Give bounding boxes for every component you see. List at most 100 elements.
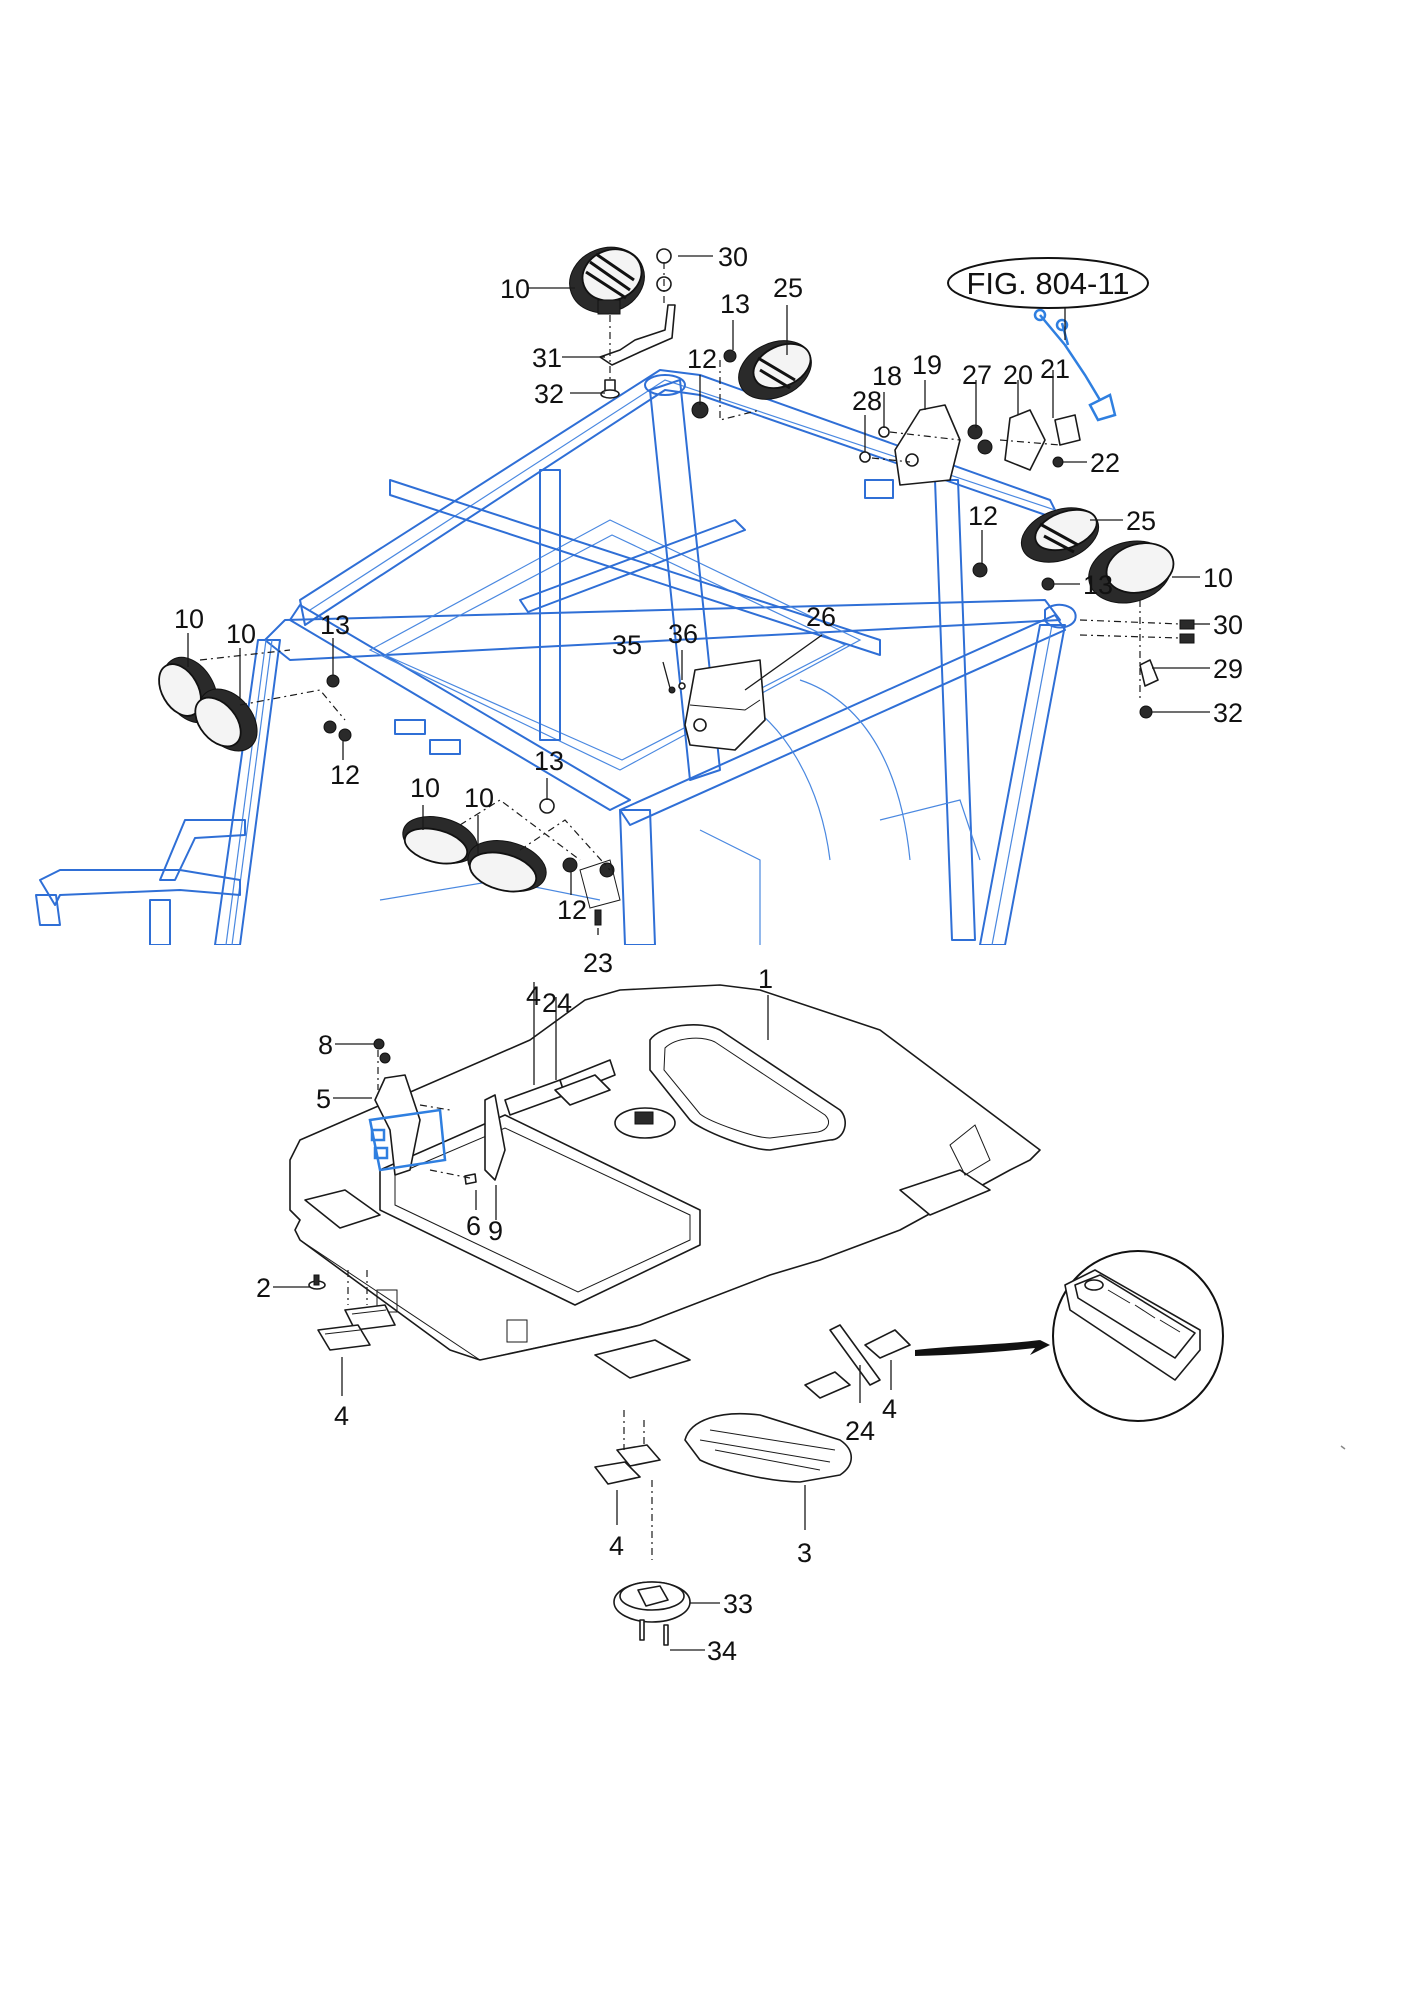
callout-1: 1 [758,964,773,994]
switch-panel-4-right-b [864,1329,911,1359]
figure-reference-label: FIG. 804-11 [966,266,1129,301]
stray-mark [1340,1445,1346,1450]
callout-30: 30 [718,242,748,272]
callout-10: 10 [174,604,204,634]
washer-36 [678,682,686,690]
nut-13-right [1041,577,1055,591]
callout-13: 13 [720,289,750,319]
bolt-30-right [1179,619,1195,644]
callout-labels: 10 30 31 32 13 25 12 18 19 27 20 21 28 2… [174,242,1243,1666]
callout-4: 4 [334,1401,349,1431]
bolt-12-left [323,720,352,742]
bolt-12-center [562,857,615,878]
screw-8 [373,1038,391,1064]
relay-box [579,859,621,909]
push-rivet-2 [308,1274,326,1290]
nut-18 [878,426,890,438]
callout-27: 27 [962,360,992,390]
bracket-21 [1054,414,1081,446]
callout-23: 23 [583,948,613,978]
nut-13-left [326,674,340,688]
detail-arrow [915,1335,1050,1356]
nut-13-center [539,798,555,814]
cab-frame [0,369,1414,960]
wiring-connectors-blue [368,1108,447,1172]
mount-bracket-31 [599,304,676,366]
controller-bracket-26 [684,659,766,751]
callout-13: 13 [534,746,564,776]
callout-19: 19 [912,350,942,380]
label-plate-24-right [829,1324,881,1386]
callout-24: 24 [845,1416,875,1446]
bolt-27 [967,424,993,455]
callout-9: 9 [488,1216,503,1246]
switch-panel-4-center-b [594,1461,641,1485]
callout-35: 35 [612,630,642,660]
label-plate-24-top [554,1074,611,1106]
callout-32: 32 [1213,698,1243,728]
callout-10: 10 [464,783,494,813]
callout-10: 10 [500,274,530,304]
bolt-23 [594,909,602,926]
callout-10: 10 [1203,563,1233,593]
bracket-19 [894,404,961,486]
callout-12: 12 [330,760,360,790]
bolt-12-right [972,562,988,578]
switch-panel-4-left-a [344,1304,396,1331]
switch-panel-4-center-a [616,1444,661,1467]
callout-2: 2 [256,1273,271,1303]
work-lamp-top-left [569,246,645,315]
leader-lines [187,255,1210,1651]
callout-13: 13 [320,610,350,640]
nut-22 [1052,456,1064,468]
nut-13-top [723,349,737,363]
callout-4: 4 [526,981,541,1011]
screw-6 [464,1173,477,1185]
callout-18: 18 [872,361,902,391]
callout-25: 25 [1126,506,1156,536]
callout-13: 13 [1083,570,1113,600]
bolt-32-top [600,379,620,399]
callout-12: 12 [968,501,998,531]
screw-34 [639,1619,669,1646]
callout-24: 24 [542,988,572,1018]
callout-25: 25 [773,273,803,303]
work-lamp-10-center-b [467,840,547,893]
callout-8: 8 [318,1030,333,1060]
callout-34: 34 [707,1636,737,1666]
callout-32: 32 [534,379,564,409]
callout-21: 21 [1040,354,1070,384]
switch-bracket-9 [484,1094,506,1181]
callout-12: 12 [557,895,587,925]
bolt-32-right [1139,705,1153,719]
callout-3: 3 [797,1538,812,1568]
headliner-panel [289,984,1041,1379]
callout-10: 10 [410,773,440,803]
bracket-20 [1004,409,1046,471]
work-lamp-25-top [738,340,812,400]
callout-29: 29 [1213,654,1243,684]
callout-28: 28 [852,386,882,416]
callout-5: 5 [316,1084,331,1114]
work-lamp-10-right [1088,540,1175,604]
callout-20: 20 [1003,360,1033,390]
callout-4: 4 [882,1394,897,1424]
work-lamp-25-right [1020,507,1100,563]
work-lamp-10-center-a [402,816,478,865]
callout-30: 30 [1213,610,1243,640]
figure-reference-badge: FIG. 804-11 [947,257,1149,340]
washer-28 [859,451,871,463]
switch-panel-4-right-a [804,1371,851,1399]
switch-detail-inset [1052,1250,1224,1422]
callout-12: 12 [687,344,717,374]
work-lamp-10-left-a [158,656,218,724]
callout-4: 4 [609,1531,624,1561]
callout-26: 26 [806,602,836,632]
callout-6: 6 [466,1211,481,1241]
callout-31: 31 [532,343,562,373]
switch-panel-4-left-b [317,1324,371,1351]
callout-36: 36 [668,619,698,649]
callout-22: 22 [1090,448,1120,478]
callout-33: 33 [723,1589,753,1619]
